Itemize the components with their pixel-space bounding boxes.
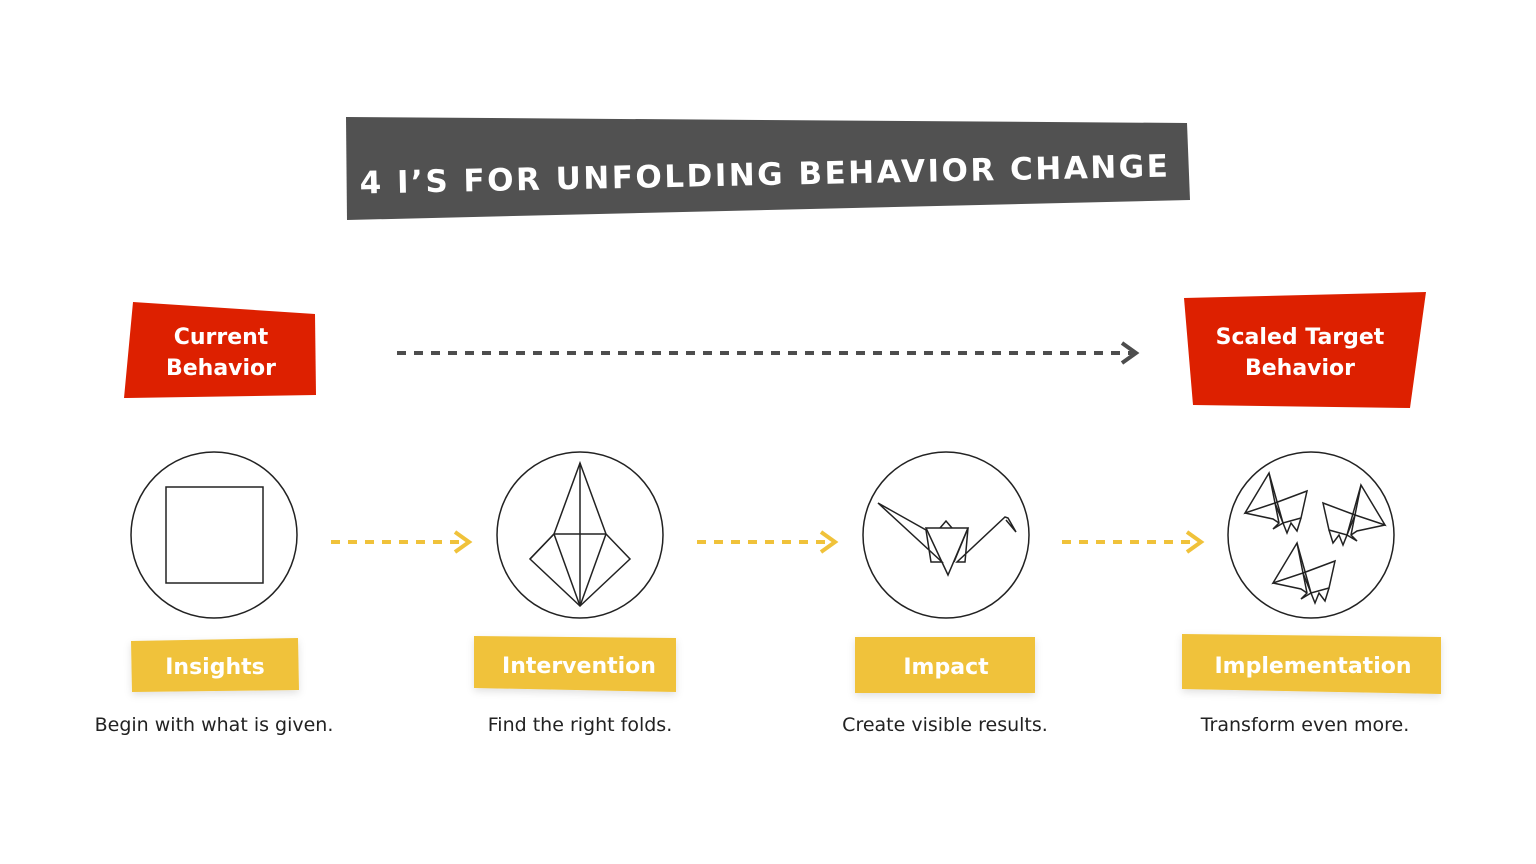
- progress-arrow: [397, 341, 1140, 365]
- caption-intervention: Find the right folds.: [488, 714, 672, 736]
- step-arrow-2: [697, 530, 839, 554]
- label-text: Intervention: [502, 654, 656, 679]
- step-impact-icon: [862, 451, 1030, 619]
- caption-implementation: Transform even more.: [1200, 714, 1410, 736]
- label-text: Implementation: [1214, 654, 1411, 679]
- step-arrow-3: [1062, 530, 1205, 554]
- label-text: Insights: [165, 655, 265, 680]
- title-banner: 4 I’S FOR UNFOLDING BEHAVIOR CHANGE: [346, 117, 1190, 220]
- caption-insights: Begin with what is given.: [95, 714, 334, 736]
- step-intervention-icon: [496, 451, 664, 619]
- current-behavior-line2: Behavior: [166, 356, 276, 381]
- label-insights: Insights: [131, 638, 299, 692]
- step-arrow-1: [331, 530, 473, 554]
- label-intervention: Intervention: [474, 636, 676, 692]
- scaled-target-box: Scaled Target Behavior: [1184, 292, 1426, 408]
- scaled-target-line1: Scaled Target: [1216, 325, 1385, 350]
- current-behavior-box: Current Behavior: [124, 302, 316, 398]
- paper-square-icon: [165, 486, 264, 584]
- label-text: Impact: [903, 655, 989, 680]
- step-implementation-icon: [1227, 451, 1395, 619]
- scaled-target-line2: Behavior: [1245, 356, 1355, 381]
- caption-impact: Create visible results.: [842, 714, 1048, 736]
- folded-base-icon: [528, 460, 632, 608]
- label-implementation: Implementation: [1182, 634, 1441, 694]
- current-behavior-line1: Current: [174, 325, 269, 350]
- arrow-head-icon: [1120, 341, 1140, 365]
- paper-crane-icon: [877, 502, 1017, 577]
- step-insights-icon: [130, 451, 298, 619]
- label-impact: Impact: [855, 637, 1035, 693]
